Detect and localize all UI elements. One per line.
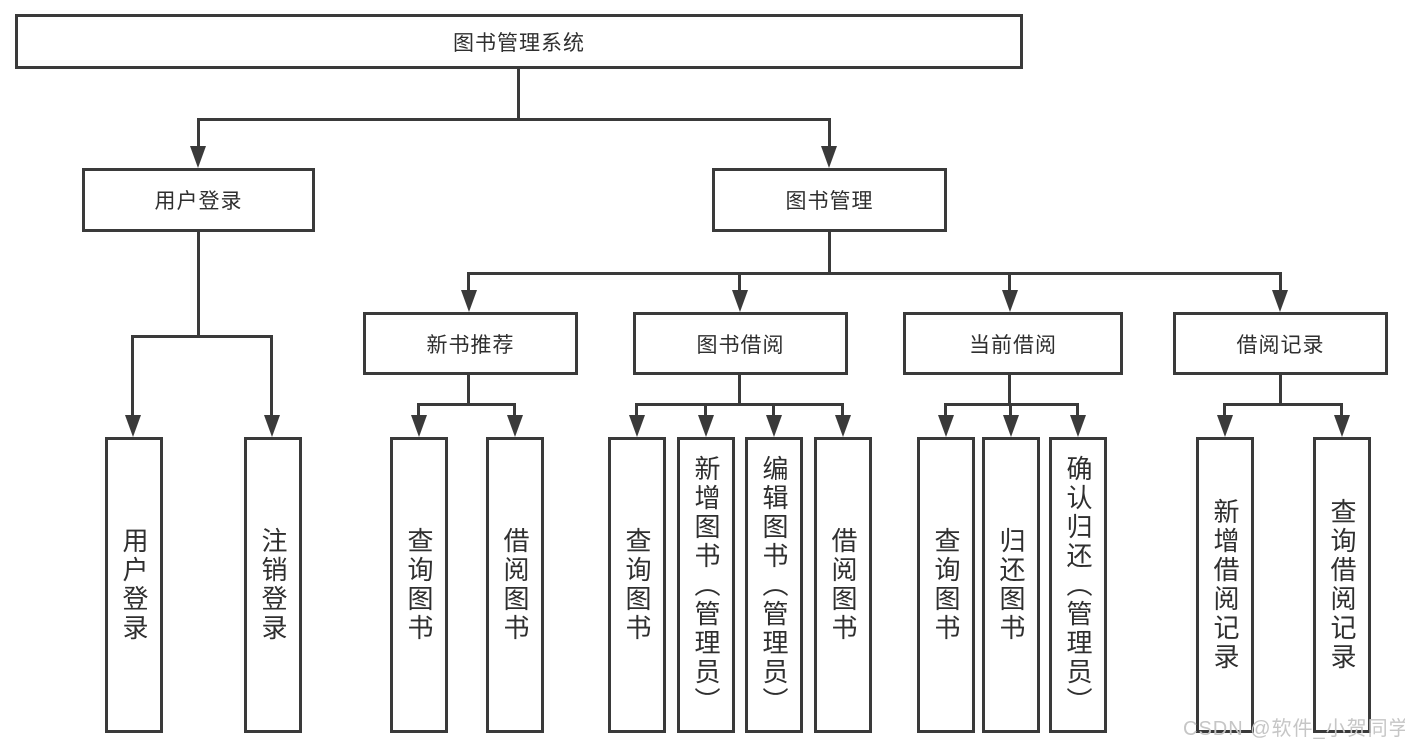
connector-line — [1008, 272, 1011, 292]
connector-line — [1279, 272, 1282, 292]
node-library-management-system: 图书管理系统 — [15, 14, 1023, 69]
arrow-down-icon — [461, 290, 477, 312]
node-leaf-return-books-label: 归还图书 — [996, 527, 1026, 643]
arrow-down-icon — [1272, 290, 1288, 312]
connector-line — [828, 232, 831, 272]
connector-line — [738, 272, 741, 292]
node-current-borrowing: 当前借阅 — [903, 312, 1123, 375]
node-book-borrowing-label: 图书借阅 — [696, 333, 785, 357]
node-book-borrowing: 图书借阅 — [633, 312, 848, 375]
connector-line — [417, 403, 420, 417]
arrow-down-icon — [1070, 415, 1086, 437]
connector-line — [704, 403, 707, 417]
arrow-down-icon — [698, 415, 714, 437]
node-leaf-query-books-1: 查询图书 — [390, 437, 448, 733]
node-user-login-group: 用户登录 — [82, 168, 315, 232]
connector-line — [517, 69, 520, 118]
connector-line — [1223, 403, 1226, 417]
connector-line — [1008, 375, 1011, 403]
node-leaf-add-books-admin: 新增图书（管理员） — [677, 437, 735, 733]
arrow-down-icon — [411, 415, 427, 437]
arrow-down-icon — [190, 146, 206, 168]
arrow-down-icon — [1334, 415, 1350, 437]
connector-line — [197, 118, 831, 121]
node-leaf-confirm-return-admin: 确认归还（管理员） — [1049, 437, 1107, 733]
node-leaf-edit-books-admin-label: 编辑图书（管理员） — [759, 454, 789, 716]
node-user-login-group-label: 用户登录 — [154, 190, 243, 213]
node-leaf-borrow-books-1-label: 借阅图书 — [500, 527, 530, 643]
node-current-borrowing-label: 当前借阅 — [969, 333, 1057, 357]
node-leaf-borrow-books-1: 借阅图书 — [486, 437, 544, 733]
node-new-book-recommend: 新书推荐 — [363, 312, 578, 375]
node-book-management: 图书管理 — [712, 168, 947, 232]
connector-line — [738, 375, 741, 403]
arrow-down-icon — [835, 415, 851, 437]
node-leaf-query-books-2-label: 查询图书 — [622, 527, 652, 643]
arrow-down-icon — [938, 415, 954, 437]
arrow-down-icon — [125, 415, 141, 437]
connector-line — [467, 375, 470, 403]
connector-line — [841, 403, 844, 417]
arrow-down-icon — [1003, 415, 1019, 437]
connector-line — [131, 335, 273, 338]
connector-line — [828, 118, 831, 148]
arrow-down-icon — [507, 415, 523, 437]
node-leaf-logout: 注销登录 — [244, 437, 302, 733]
node-library-management-system-label: 图书管理系统 — [453, 31, 585, 55]
node-book-management-label: 图书管理 — [785, 190, 874, 213]
connector-line — [1223, 403, 1343, 406]
node-borrowing-records-label: 借阅记录 — [1236, 333, 1325, 357]
node-leaf-add-borrow-record-label: 新增借阅记录 — [1210, 498, 1240, 672]
connector-line — [417, 403, 516, 406]
connector-line — [467, 272, 1281, 275]
connector-line — [772, 403, 775, 417]
node-leaf-user-login: 用户登录 — [105, 437, 163, 733]
node-leaf-query-books-3-label: 查询图书 — [931, 527, 961, 643]
node-leaf-confirm-return-admin-label: 确认归还（管理员） — [1063, 454, 1093, 716]
connector-line — [944, 403, 947, 417]
node-leaf-add-borrow-record: 新增借阅记录 — [1196, 437, 1254, 733]
node-leaf-query-books-1-label: 查询图书 — [404, 527, 434, 643]
node-borrowing-records: 借阅记录 — [1173, 312, 1388, 375]
connector-line — [1279, 375, 1282, 403]
connector-line — [197, 118, 200, 148]
node-leaf-edit-books-admin: 编辑图书（管理员） — [745, 437, 803, 733]
node-leaf-query-books-2: 查询图书 — [608, 437, 666, 733]
connector-line — [1340, 403, 1343, 417]
arrow-down-icon — [629, 415, 645, 437]
node-leaf-query-borrow-record-label: 查询借阅记录 — [1327, 498, 1357, 672]
connector-line — [131, 335, 134, 417]
node-leaf-return-books: 归还图书 — [982, 437, 1040, 733]
node-leaf-logout-label: 注销登录 — [258, 527, 288, 643]
arrow-down-icon — [766, 415, 782, 437]
connector-line — [197, 232, 200, 335]
node-leaf-user-login-label: 用户登录 — [119, 527, 149, 643]
arrow-down-icon — [1217, 415, 1233, 437]
node-leaf-query-borrow-record: 查询借阅记录 — [1313, 437, 1371, 733]
arrow-down-icon — [732, 290, 748, 312]
connector-line — [1076, 403, 1079, 417]
connector-line — [635, 403, 638, 417]
connector-line — [467, 272, 470, 292]
arrow-down-icon — [264, 415, 280, 437]
arrow-down-icon — [821, 146, 837, 168]
connector-line — [635, 403, 844, 406]
watermark-text: CSDN @软件_小贺同学 — [1183, 718, 1405, 740]
connector-line — [1009, 403, 1012, 417]
connector-line — [270, 335, 273, 417]
node-leaf-borrow-books-2: 借阅图书 — [814, 437, 872, 733]
connector-line — [513, 403, 516, 417]
node-new-book-recommend-label: 新书推荐 — [426, 333, 515, 357]
node-leaf-borrow-books-2-label: 借阅图书 — [828, 527, 858, 643]
node-leaf-query-books-3: 查询图书 — [917, 437, 975, 733]
arrow-down-icon — [1002, 290, 1018, 312]
node-leaf-add-books-admin-label: 新增图书（管理员） — [691, 454, 721, 716]
